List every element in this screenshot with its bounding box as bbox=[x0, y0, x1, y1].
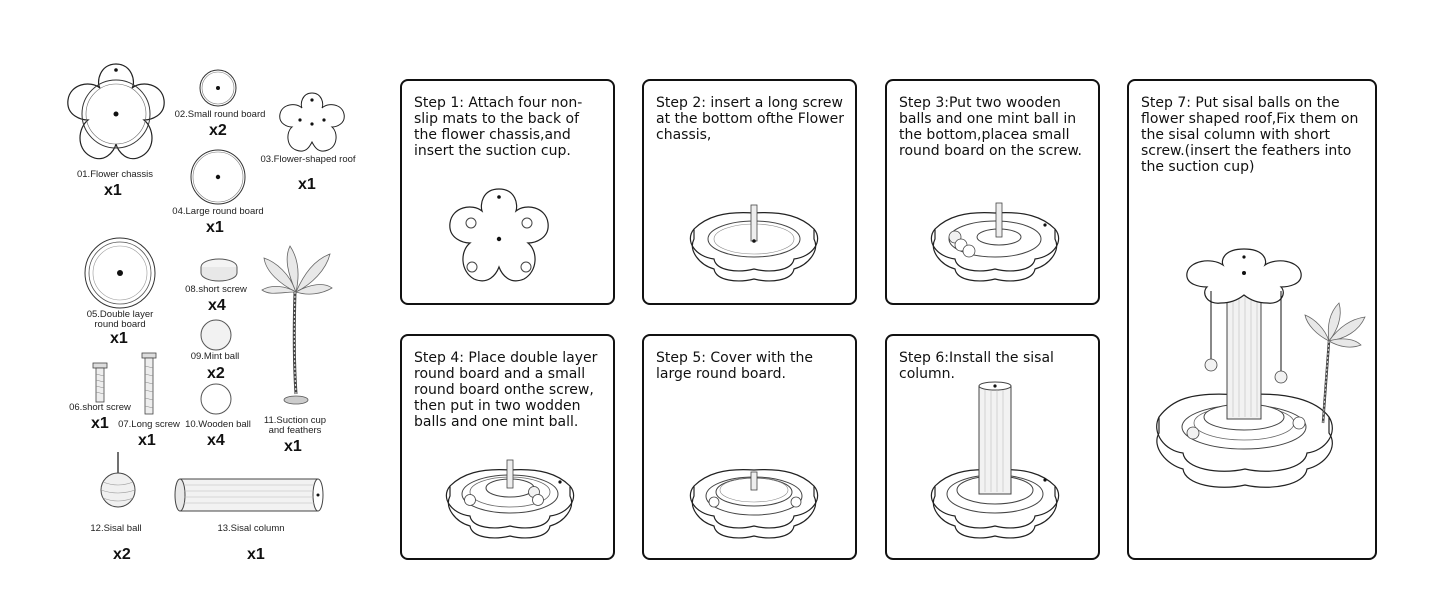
part-qty: x1 bbox=[284, 438, 302, 455]
part-label: 06.short screw bbox=[69, 402, 131, 413]
part-label: 04.Large round board bbox=[172, 206, 264, 217]
round-board-icon bbox=[84, 237, 156, 309]
sisal-column-icon bbox=[174, 478, 324, 512]
step-text: Step 7: Put sisal balls on the flower sh… bbox=[1141, 95, 1359, 175]
feather-wand-icon bbox=[261, 245, 333, 405]
screw-icon bbox=[141, 352, 157, 415]
part-label: 05.Double layer round board bbox=[86, 309, 154, 330]
part-label: 13.Sisal column bbox=[217, 523, 285, 534]
round-board-icon bbox=[190, 149, 246, 205]
flower-chassis-icon bbox=[449, 188, 549, 282]
assembly-icon bbox=[930, 202, 1060, 282]
flower-roof-icon bbox=[279, 92, 345, 152]
screw-icon bbox=[200, 258, 238, 282]
part-qty: x1 bbox=[247, 546, 265, 563]
part-label: 09.Mint ball bbox=[190, 351, 240, 362]
step-5-panel: Step 5: Cover with the large round board… bbox=[642, 334, 857, 560]
part-label: 12.Sisal ball bbox=[90, 523, 142, 534]
part-qty: x4 bbox=[207, 432, 225, 449]
step-text: Step 6:Install the sisal column. bbox=[899, 350, 1054, 382]
step-text: Step 1: Attach four non-slip mats to the… bbox=[414, 95, 583, 159]
part-label: 07.Long screw bbox=[118, 419, 180, 430]
step-2-panel: Step 2: insert a long screw at the botto… bbox=[642, 79, 857, 305]
step-1-panel: Step 1: Attach four non-slip mats to the… bbox=[400, 79, 615, 305]
round-board-icon bbox=[199, 69, 237, 107]
assembly-icon bbox=[930, 381, 1060, 539]
mint-ball-icon bbox=[200, 319, 232, 351]
part-qty: x1 bbox=[110, 330, 128, 347]
assembly-icon bbox=[689, 469, 819, 539]
part-qty: x1 bbox=[104, 182, 122, 199]
step-3-panel: Step 3:Put two wooden balls and one mint… bbox=[885, 79, 1100, 305]
assembly-icon bbox=[689, 204, 819, 282]
part-qty: x2 bbox=[113, 546, 131, 563]
step-4-panel: Step 4: Place double layer round board a… bbox=[400, 334, 615, 560]
part-qty: x1 bbox=[138, 432, 156, 449]
assembly-icon bbox=[1156, 248, 1366, 488]
part-qty: x2 bbox=[209, 122, 227, 139]
step-text: Step 5: Cover with the large round board… bbox=[656, 350, 813, 382]
assembly-icon bbox=[445, 459, 575, 539]
part-qty: x1 bbox=[206, 219, 224, 236]
part-label: 11.Suction cup and feathers bbox=[263, 415, 327, 436]
step-text: Step 4: Place double layer round board a… bbox=[414, 350, 598, 430]
step-text: Step 2: insert a long screw at the botto… bbox=[656, 95, 845, 143]
sisal-ball-icon bbox=[100, 452, 136, 508]
flower-chassis-icon bbox=[67, 63, 165, 160]
part-qty: x2 bbox=[207, 365, 225, 382]
part-label: 02.Small round board bbox=[174, 109, 266, 120]
part-qty: x4 bbox=[208, 297, 226, 314]
part-qty: x1 bbox=[91, 415, 109, 432]
part-label: 08.short screw bbox=[185, 284, 247, 295]
step-6-panel: Step 6:Install the sisal column. bbox=[885, 334, 1100, 560]
part-label: 10.Wooden ball bbox=[185, 419, 251, 430]
screw-icon bbox=[92, 362, 108, 403]
step-text: Step 3:Put two wooden balls and one mint… bbox=[899, 95, 1082, 159]
part-qty: x1 bbox=[298, 176, 316, 193]
part-label: 01.Flower chassis bbox=[76, 169, 154, 180]
step-7-panel: Step 7: Put sisal balls on the flower sh… bbox=[1127, 79, 1377, 560]
wooden-ball-icon bbox=[200, 383, 232, 415]
part-label: 03.Flower-shaped roof bbox=[260, 154, 356, 165]
